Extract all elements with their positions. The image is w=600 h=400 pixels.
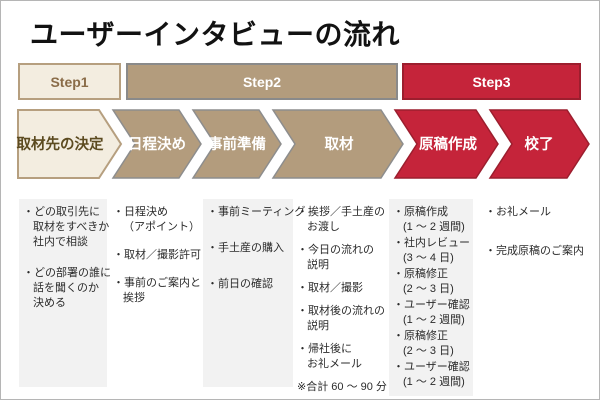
list-item: ・原稿作成 (1 ～ 2 週間) [393, 206, 465, 233]
list-item: ・ユーザー確認 (1 ～ 2 週間) [393, 361, 470, 388]
chevron-shape-final [488, 109, 590, 179]
step2-bar: Step2 [126, 63, 398, 100]
phase-label-drafting: 原稿作成 [419, 135, 477, 153]
list-item: ・取材後の流れの 説明 [297, 305, 385, 332]
chevron-shape-drafting [393, 109, 499, 179]
drafting-item-list: ・原稿作成 (1 ～ 2 週間) ・社内レビュー (3 ～ 4 日) ・原稿修正 (… [393, 205, 471, 390]
phase-label-interview: 取材 [325, 135, 354, 153]
list-item: ・挨拶／手土産の お渡し [297, 206, 385, 233]
schedule-item-list: ・日程決め （アポイント） ・取材／撮影許可・事前のご案内と 挨拶 [113, 205, 201, 306]
phase-label-schedule: 日程決め [128, 135, 186, 153]
list-item: ・前日の確認 [207, 278, 273, 290]
column-schedule: ・日程決め （アポイント） ・取材／撮影許可・事前のご案内と 挨拶 [109, 199, 201, 312]
phase-label-final: 校了 [525, 135, 554, 153]
column-interview: ・挨拶／手土産の お渡し・今日の流れの 説明・取材／撮影・取材後の流れの 説明・… [293, 199, 387, 399]
column-drafting: ・原稿作成 (1 ～ 2 週間) ・社内レビュー (3 ～ 4 日) ・原稿修正 (… [389, 199, 473, 396]
page-title: ユーザーインタビューの流れ [30, 19, 400, 50]
list-item: ・どの部署の誰に 話を聞くのか 決める [23, 267, 111, 309]
list-item: ・ユーザー確認 (1 ～ 2 週間) [393, 299, 470, 326]
final-item-list: ・お礼メール・完成原稿のご案内 [485, 205, 591, 259]
preparation-item-list: ・事前ミーティング・手土産の購入・前日の確認 [207, 205, 306, 292]
list-item: ・社内レビュー (3 ～ 4 日) [393, 237, 470, 264]
column-decision: ・どの取引先に 取材をすべきか 社内で相談・どの部署の誰に 話を聞くのか 決める [19, 199, 111, 387]
chevron-shape-interview [271, 109, 404, 179]
list-item: ・手土産の購入 [207, 242, 284, 254]
step3-bar: Step3 [402, 63, 581, 100]
list-item: ・事前ミーティング [207, 206, 306, 218]
step2-label: Step2 [242, 73, 282, 90]
chevron-shape-decision [17, 109, 123, 179]
list-item: ・日程決め （アポイント） [113, 206, 200, 233]
list-item: ・取材／撮影 [297, 282, 363, 294]
list-item: ・完成原稿のご案内 [485, 245, 584, 257]
list-item: ・取材／撮影許可 [113, 249, 201, 261]
list-item: ・原稿修正 (2 ～ 3 日) [393, 330, 454, 357]
step1-bar: Step1 [18, 63, 121, 100]
phase-label-decision: 取材先の決定 [17, 135, 104, 153]
duration-note: ※合計 60 ～ 90 分 [297, 381, 387, 393]
chevron-shape-schedule [111, 109, 202, 179]
phase-label-preparation: 事前準備 [208, 135, 266, 153]
list-item: ・帰社後に お礼メール [297, 343, 362, 370]
column-preparation: ・事前ミーティング・手土産の購入・前日の確認 [203, 199, 306, 387]
list-item: ・お礼メール [485, 206, 551, 218]
list-item: ・事前のご案内と 挨拶 [113, 277, 201, 304]
column-final: ・お礼メール・完成原稿のご案内 [481, 199, 593, 265]
list-item: ・どの取引先に 取材をすべきか 社内で相談 [23, 206, 110, 248]
list-item: ・今日の流れの 説明 [297, 244, 374, 271]
step3-label: Step3 [472, 73, 511, 90]
decision-item-list: ・どの取引先に 取材をすべきか 社内で相談・どの部署の誰に 話を聞くのか 決める [23, 205, 111, 311]
list-item: ・原稿修正 (2 ～ 3 日) [393, 268, 454, 295]
interview-item-list: ・挨拶／手土産の お渡し・今日の流れの 説明・取材／撮影・取材後の流れの 説明・… [297, 205, 385, 372]
phase-chevron-row: 取材先の決定 日程決め 事前準備 取材 原稿作成 校了 [17, 109, 590, 179]
chevron-shape-preparation [191, 109, 282, 179]
step1-label: Step1 [50, 73, 89, 90]
